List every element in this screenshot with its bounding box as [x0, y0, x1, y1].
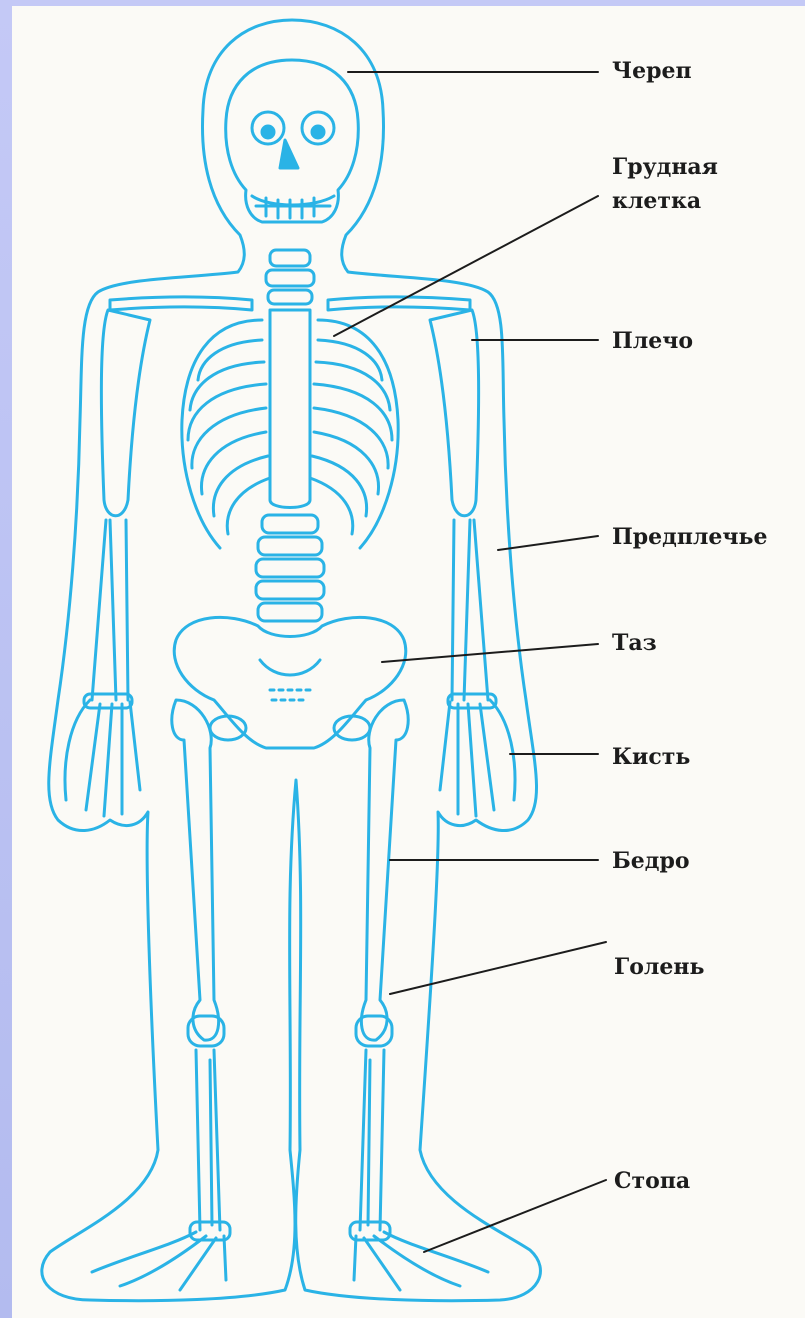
label-hand: Кисть	[612, 744, 690, 770]
label-shin: Голень	[614, 954, 704, 980]
label-forearm: Предплечье	[612, 524, 767, 550]
leader-shin	[390, 942, 606, 994]
label-pelvis: Таз	[612, 630, 657, 656]
skull-drawing	[226, 60, 359, 222]
leader-pelvis	[382, 644, 598, 662]
label-skull: Череп	[612, 58, 692, 84]
arms-drawing	[65, 310, 515, 816]
label-ribcage-line1: Грудная	[612, 154, 718, 180]
label-shoulder: Плечо	[612, 328, 693, 354]
leader-ribcage	[334, 196, 598, 336]
leader-forearm	[498, 536, 598, 550]
label-foot: Стопа	[614, 1168, 690, 1194]
label-ribcage-line2: клетка	[612, 188, 701, 214]
label-thigh: Бедро	[612, 848, 690, 874]
spine-drawing	[256, 250, 324, 621]
